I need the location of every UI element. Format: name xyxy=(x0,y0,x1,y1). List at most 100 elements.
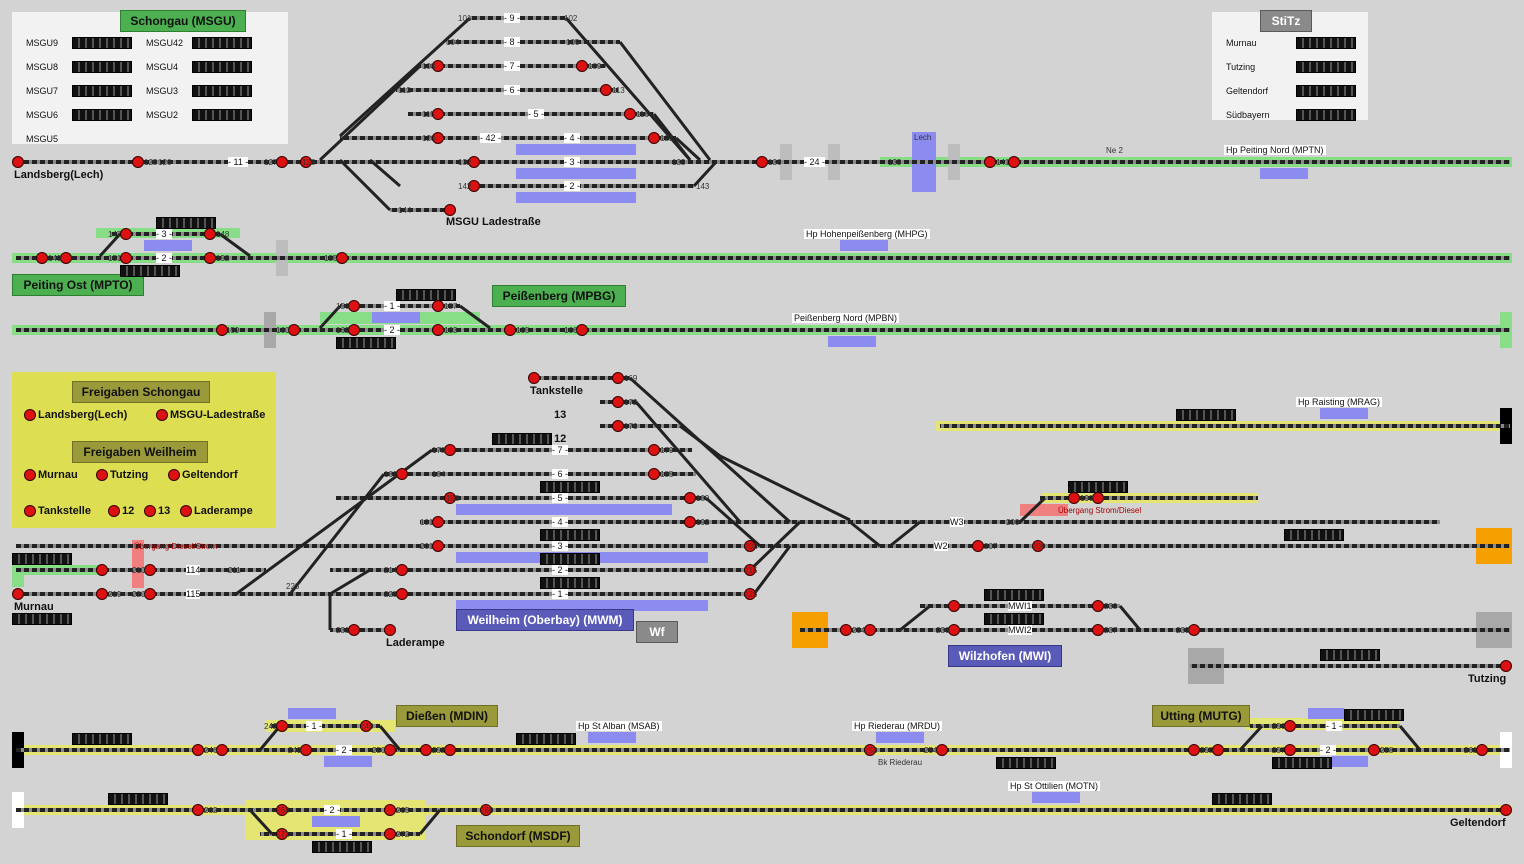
signal[interactable] xyxy=(624,108,636,120)
signal[interactable] xyxy=(1284,744,1296,756)
signal[interactable] xyxy=(612,420,624,432)
signal[interactable] xyxy=(144,588,156,600)
station-title-schongau[interactable]: Schongau (MSGU) xyxy=(120,10,246,32)
signal[interactable] xyxy=(648,132,660,144)
signal[interactable] xyxy=(528,372,540,384)
signal[interactable] xyxy=(384,804,396,816)
release-button-msgu-ladestrasse[interactable] xyxy=(156,409,168,421)
release-button-12[interactable] xyxy=(108,505,120,517)
signal[interactable] xyxy=(648,468,660,480)
signal[interactable] xyxy=(432,60,444,72)
signal[interactable] xyxy=(300,156,312,168)
signal[interactable] xyxy=(612,372,624,384)
signal[interactable] xyxy=(576,324,588,336)
signal[interactable] xyxy=(276,156,288,168)
signal[interactable] xyxy=(1368,744,1380,756)
signal[interactable] xyxy=(384,744,396,756)
station-title-stitz[interactable]: StiTz xyxy=(1260,10,1312,32)
signal[interactable] xyxy=(120,228,132,240)
signal[interactable] xyxy=(144,564,156,576)
signal[interactable] xyxy=(432,324,444,336)
signal[interactable] xyxy=(1032,540,1044,552)
signal[interactable] xyxy=(984,156,996,168)
signal[interactable] xyxy=(1500,804,1512,816)
signal[interactable] xyxy=(1284,720,1296,732)
signal[interactable] xyxy=(300,744,312,756)
signal[interactable] xyxy=(744,588,756,600)
station-title-diessen[interactable]: Dießen (MDIN) xyxy=(396,705,498,727)
release-button-tankstelle[interactable] xyxy=(24,505,36,517)
signal[interactable] xyxy=(756,156,768,168)
release-button-murnau[interactable] xyxy=(24,469,36,481)
signal[interactable] xyxy=(384,624,396,636)
signal[interactable] xyxy=(744,540,756,552)
signal[interactable] xyxy=(216,324,228,336)
release-button-tutzing[interactable] xyxy=(96,469,108,481)
signal[interactable] xyxy=(192,804,204,816)
signal[interactable] xyxy=(1212,744,1224,756)
signal[interactable] xyxy=(192,744,204,756)
signal[interactable] xyxy=(276,804,288,816)
signal[interactable] xyxy=(396,588,408,600)
signal[interactable] xyxy=(420,744,432,756)
signal[interactable] xyxy=(612,396,624,408)
signal[interactable] xyxy=(1068,492,1080,504)
station-title-peiting-ost[interactable]: Peiting Ost (MPTO) xyxy=(12,274,144,296)
signal[interactable] xyxy=(972,540,984,552)
signal[interactable] xyxy=(648,444,660,456)
signal[interactable] xyxy=(744,564,756,576)
signal[interactable] xyxy=(336,252,348,264)
signal[interactable] xyxy=(444,204,456,216)
signal[interactable] xyxy=(444,492,456,504)
signal[interactable] xyxy=(1188,624,1200,636)
signal[interactable] xyxy=(1008,156,1020,168)
signal[interactable] xyxy=(12,588,24,600)
signal[interactable] xyxy=(1092,624,1104,636)
signal-12[interactable] xyxy=(12,156,24,168)
signal[interactable] xyxy=(444,444,456,456)
signal[interactable] xyxy=(396,468,408,480)
signal[interactable] xyxy=(840,624,852,636)
signal[interactable] xyxy=(948,600,960,612)
station-title-schondorf[interactable]: Schondorf (MSDF) xyxy=(456,825,580,847)
signal[interactable] xyxy=(348,324,360,336)
signal[interactable] xyxy=(1092,600,1104,612)
signal[interactable] xyxy=(864,624,876,636)
signal[interactable] xyxy=(864,744,876,756)
signal[interactable] xyxy=(348,624,360,636)
release-button-landsberg[interactable] xyxy=(24,409,36,421)
signal[interactable] xyxy=(132,156,144,168)
release-button-13[interactable] xyxy=(144,505,156,517)
signal[interactable] xyxy=(384,828,396,840)
signal[interactable] xyxy=(576,60,588,72)
signal[interactable] xyxy=(288,324,300,336)
signal[interactable] xyxy=(1188,744,1200,756)
signal[interactable] xyxy=(432,300,444,312)
signal[interactable] xyxy=(96,564,108,576)
station-title-wf[interactable]: Wf xyxy=(636,621,678,643)
signal[interactable] xyxy=(1500,660,1512,672)
signal[interactable] xyxy=(432,516,444,528)
signal[interactable] xyxy=(216,744,228,756)
signal[interactable] xyxy=(60,252,72,264)
station-title-wilzhofen[interactable]: Wilzhofen (MWI) xyxy=(948,645,1062,667)
signal[interactable] xyxy=(468,180,480,192)
signal[interactable] xyxy=(1476,744,1488,756)
signal[interactable] xyxy=(936,744,948,756)
signal[interactable] xyxy=(348,300,360,312)
signal[interactable] xyxy=(468,156,480,168)
signal[interactable] xyxy=(600,84,612,96)
signal[interactable] xyxy=(432,108,444,120)
signal[interactable] xyxy=(360,720,372,732)
signal[interactable] xyxy=(684,492,696,504)
station-title-peissenberg[interactable]: Peißenberg (MPBG) xyxy=(492,285,626,307)
signal[interactable] xyxy=(204,252,216,264)
signal[interactable] xyxy=(948,624,960,636)
signal[interactable] xyxy=(1092,492,1104,504)
release-button-laderampe[interactable] xyxy=(180,505,192,517)
signal[interactable] xyxy=(504,324,516,336)
release-button-geltendorf[interactable] xyxy=(168,469,180,481)
signal[interactable] xyxy=(204,228,216,240)
station-title-weilheim[interactable]: Weilheim (Oberbay) (MWM) xyxy=(456,609,634,631)
signal[interactable] xyxy=(432,132,444,144)
